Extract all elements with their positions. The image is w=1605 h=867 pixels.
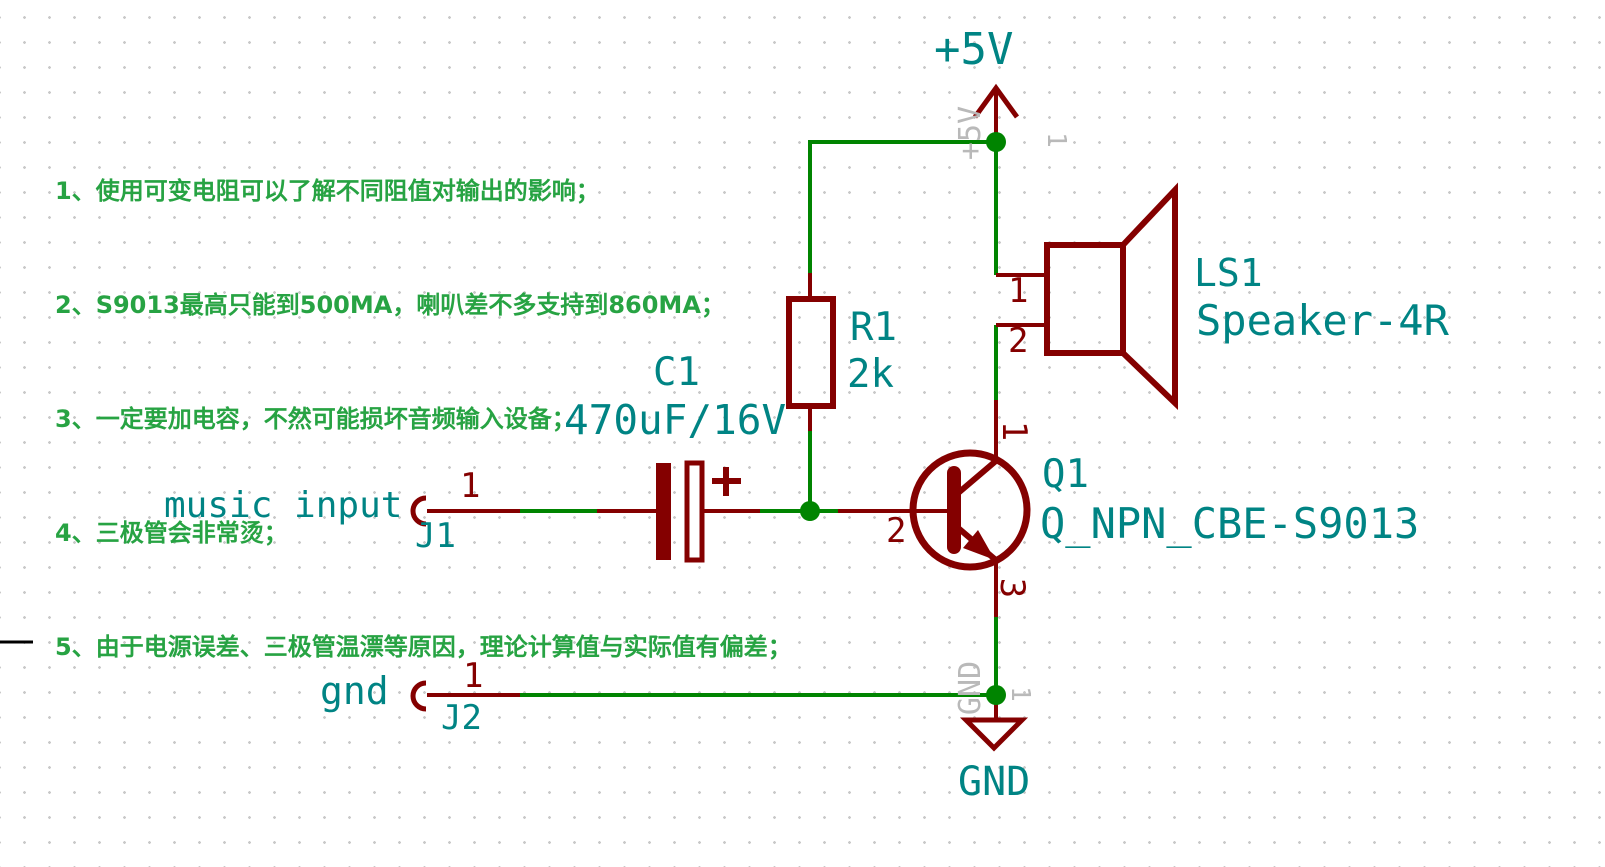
q1-pin3-number: 3 [992,577,1032,599]
ls1-box[interactable] [1044,242,1126,356]
ls1-body[interactable] [1044,182,1178,411]
c1-reference[interactable]: C1 [653,350,700,395]
ls1-horn[interactable] [1120,182,1178,411]
gnd-hidden-pin-number: 1 [1005,686,1035,702]
ls1-value[interactable]: Speaker-4R [1196,296,1449,345]
q1-value[interactable]: Q_NPN_CBE-S9013 [1040,499,1420,548]
c1-plate-open[interactable] [684,460,705,563]
vcc-arrow-head[interactable] [972,83,1020,119]
r1-reference[interactable]: R1 [850,305,897,350]
junction-base[interactable] [800,501,820,521]
gnd-hidden-pin-name: GND [953,660,988,716]
gnd-triangle[interactable] [959,717,1029,752]
c1-value[interactable]: 470uF/16V [564,396,787,444]
c1-body[interactable] [656,460,741,563]
wire-vcc-to-r1[interactable] [808,140,996,273]
c1-plate-filled[interactable] [656,463,671,560]
j2-pin1-number: 1 [463,656,484,696]
note-line-1: 1、使用可变电阻可以了解不同阻值对输出的影响； [55,177,600,205]
note-line-3: 3、一定要加电容，不然可能损坏音频输入设备； [55,405,576,433]
j2-reference[interactable]: J2 [441,698,482,738]
ls1-pin2-number: 2 [1008,321,1029,361]
junction-gnd[interactable] [986,685,1006,705]
j1-pin1-number: 1 [460,466,481,506]
j1-value[interactable]: music input [164,485,403,526]
vcc-hidden-pin-name: +5V [953,105,988,161]
junction-vcc[interactable] [986,132,1006,152]
q1-circle[interactable] [909,449,1031,571]
j1-reference[interactable]: J1 [415,516,456,556]
schematic-notes[interactable]: 1、使用可变电阻可以了解不同阻值对输出的影响； 2、S9013最高只能到500M… [55,96,792,742]
j2-connector-arc[interactable] [410,680,427,712]
q1-pin1-number: 1 [994,420,1034,442]
vcc-label[interactable]: +5V [934,24,1014,75]
q1-base-bar[interactable] [947,466,961,554]
q1-emitter-arrow[interactable] [963,530,995,560]
r1-value[interactable]: 2k [847,352,894,397]
ls1-pin1-number: 1 [1008,271,1029,311]
q1-collector-line[interactable] [955,457,999,497]
q1-body[interactable] [909,449,1031,571]
ls1-reference[interactable]: LS1 [1194,251,1263,295]
note-line-5: 5、由于电源误差、三极管温漂等原因，理论计算值与实际值有偏差； [55,633,792,661]
j2-value[interactable]: gnd [320,669,389,713]
note-line-4: 4、三极管会非常烫； [55,519,288,547]
vcc-hidden-pin-number: 1 [1041,132,1071,148]
note-line-2: 2、S9013最高只能到500MA，喇叭差不多支持到860MA； [55,291,725,319]
q1-reference[interactable]: Q1 [1042,452,1089,497]
j1-connector-arc[interactable] [410,495,427,527]
gnd-label[interactable]: GND [958,759,1031,805]
r1-body[interactable] [786,296,836,409]
q1-pin2-number: 2 [886,511,907,551]
